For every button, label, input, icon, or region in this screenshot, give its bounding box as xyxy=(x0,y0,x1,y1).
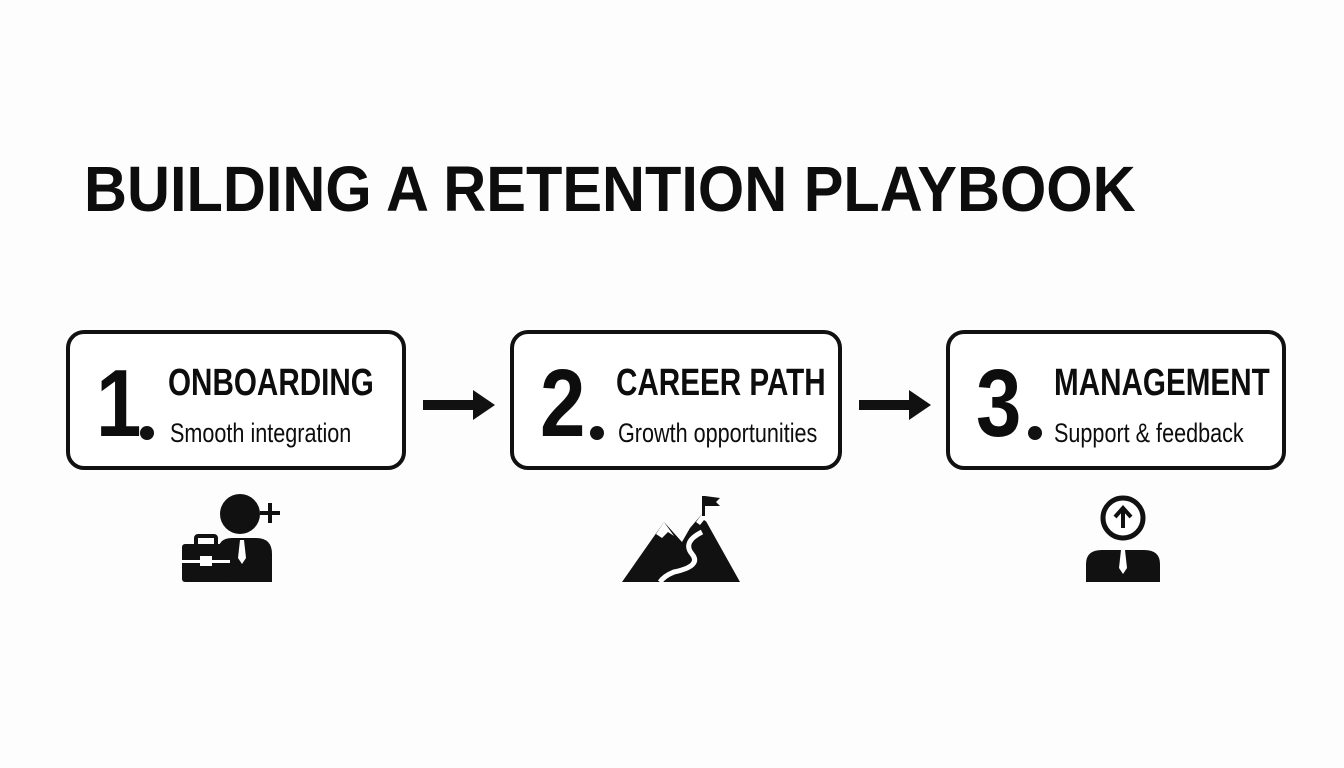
page-title: BUILDING A RETENTION PLAYBOOK xyxy=(84,153,1136,225)
arrow-right-icon xyxy=(859,390,931,420)
step-dot xyxy=(1028,426,1042,440)
step-onboarding: 1 ONBOARDING Smooth integration xyxy=(66,330,406,470)
step-subtitle: Support & feedback xyxy=(1054,418,1244,448)
step-number: 3 xyxy=(976,350,1022,457)
step-heading: CAREER PATH xyxy=(616,362,826,404)
manager-support-icon xyxy=(1086,495,1160,582)
step-subtitle: Smooth integration xyxy=(170,418,352,448)
arrow-right-icon xyxy=(423,390,495,420)
mountain-path-icon xyxy=(622,496,740,584)
step-dot xyxy=(140,426,154,440)
new-employee-icon xyxy=(182,494,280,582)
step-career-path: 2 CAREER PATH Growth opportunities xyxy=(510,330,842,470)
step-heading: ONBOARDING xyxy=(168,362,374,404)
step-number: 1 xyxy=(96,350,142,457)
step-management: 3 MANAGEMENT Support & feedback xyxy=(946,330,1286,470)
step-dot xyxy=(590,426,604,440)
step-subtitle: Growth opportunities xyxy=(618,418,818,448)
step-number: 2 xyxy=(540,350,586,457)
step-heading: MANAGEMENT xyxy=(1054,362,1270,404)
